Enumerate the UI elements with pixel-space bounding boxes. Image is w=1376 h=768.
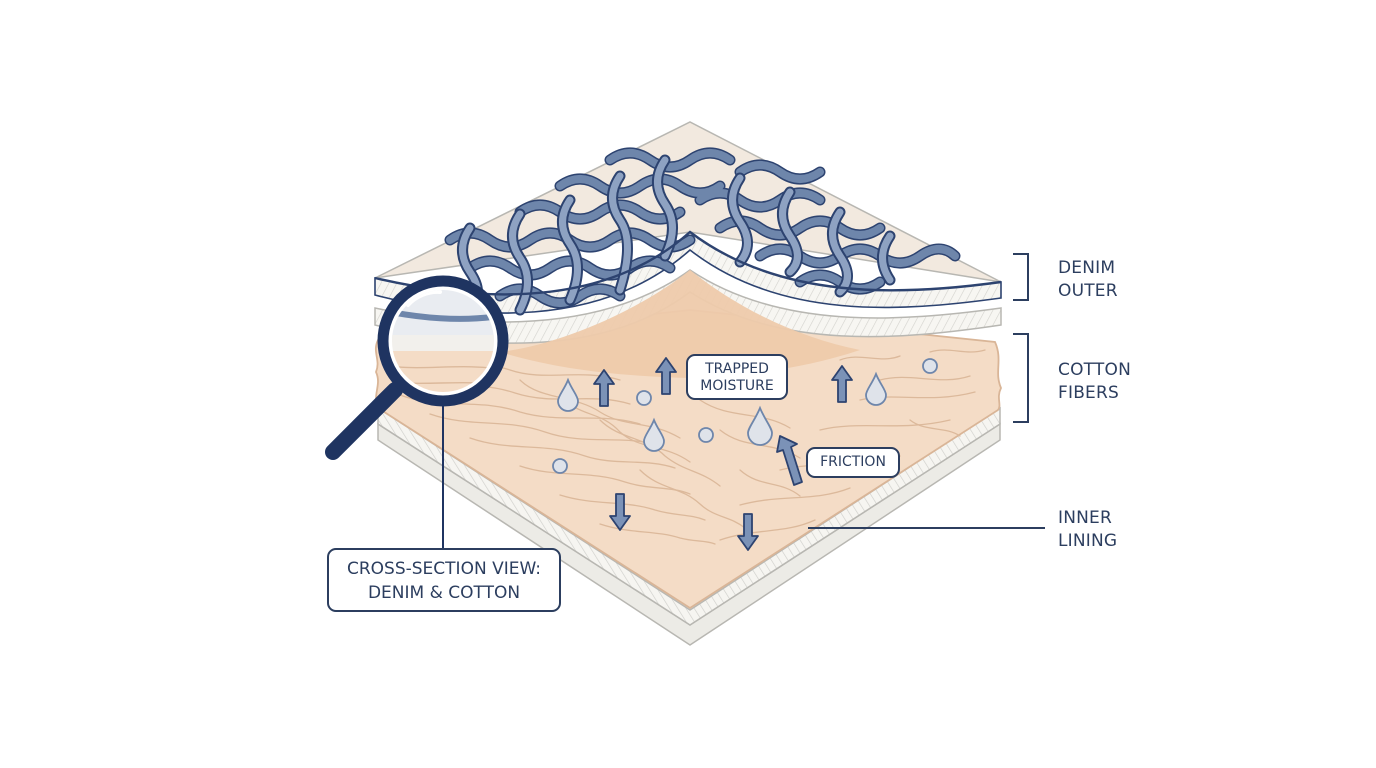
water-droplet-icon bbox=[922, 358, 938, 374]
water-droplet-icon bbox=[552, 458, 568, 474]
denim-outer-bracket bbox=[1013, 253, 1029, 301]
denim-outer-label-line1: DENIM bbox=[1058, 258, 1116, 278]
trapped-moisture-pocket bbox=[500, 270, 860, 378]
cotton-fibers-bracket bbox=[1013, 333, 1029, 423]
water-droplet-icon bbox=[643, 417, 665, 452]
arrow-up-icon bbox=[776, 435, 803, 486]
magnifying-glass-icon bbox=[325, 275, 509, 548]
cotton-fibers-label-line2: FIBERS bbox=[1058, 383, 1119, 403]
water-droplet-icon bbox=[557, 377, 579, 412]
cross-section-line1: CROSS-SECTION VIEW: bbox=[346, 559, 541, 579]
trapped-moisture-callout: TRAPPED MOISTURE bbox=[686, 354, 788, 400]
cotton-fibers-label-line1: COTTON bbox=[1058, 360, 1132, 380]
denim-outer-label-line2: OUTER bbox=[1058, 281, 1118, 301]
arrow-up-icon bbox=[593, 369, 615, 407]
water-droplet-icon bbox=[747, 405, 773, 446]
trapped-moisture-line1: TRAPPED bbox=[705, 361, 769, 377]
trapped-moisture-line2: MOISTURE bbox=[700, 378, 774, 394]
cross-section-view-callout: CROSS-SECTION VIEW: DENIM & COTTON bbox=[327, 548, 561, 612]
arrow-down-icon bbox=[737, 513, 759, 551]
inner-lining-layer bbox=[377, 406, 1001, 646]
arrow-up-icon bbox=[831, 365, 853, 403]
inner-lining-label: INNER LINING bbox=[1058, 507, 1117, 553]
denim-weave bbox=[444, 147, 961, 316]
water-droplets bbox=[552, 358, 938, 474]
layer-brackets bbox=[808, 253, 1045, 529]
denim-outer-layer bbox=[374, 121, 1002, 316]
denim-outer-label: DENIM OUTER bbox=[1058, 257, 1118, 303]
water-droplet-icon bbox=[865, 371, 887, 406]
inner-lining-label-line2: LINING bbox=[1058, 531, 1118, 551]
inner-lining-surface bbox=[377, 406, 1001, 626]
friction-callout-text: FRICTION bbox=[820, 454, 886, 470]
cotton-fibers-label: COTTON FIBERS bbox=[1058, 359, 1131, 405]
inner-lining-label-line1: INNER bbox=[1058, 508, 1113, 528]
friction-callout: FRICTION bbox=[806, 447, 900, 478]
arrow-down-icon bbox=[609, 493, 631, 531]
arrow-up-icon bbox=[655, 357, 677, 395]
magnifier-handle bbox=[325, 382, 403, 460]
water-droplet-icon bbox=[636, 390, 652, 406]
water-droplet-icon bbox=[698, 427, 714, 443]
cross-section-line2: DENIM & COTTON bbox=[367, 583, 521, 603]
moisture-arrows bbox=[593, 357, 853, 551]
